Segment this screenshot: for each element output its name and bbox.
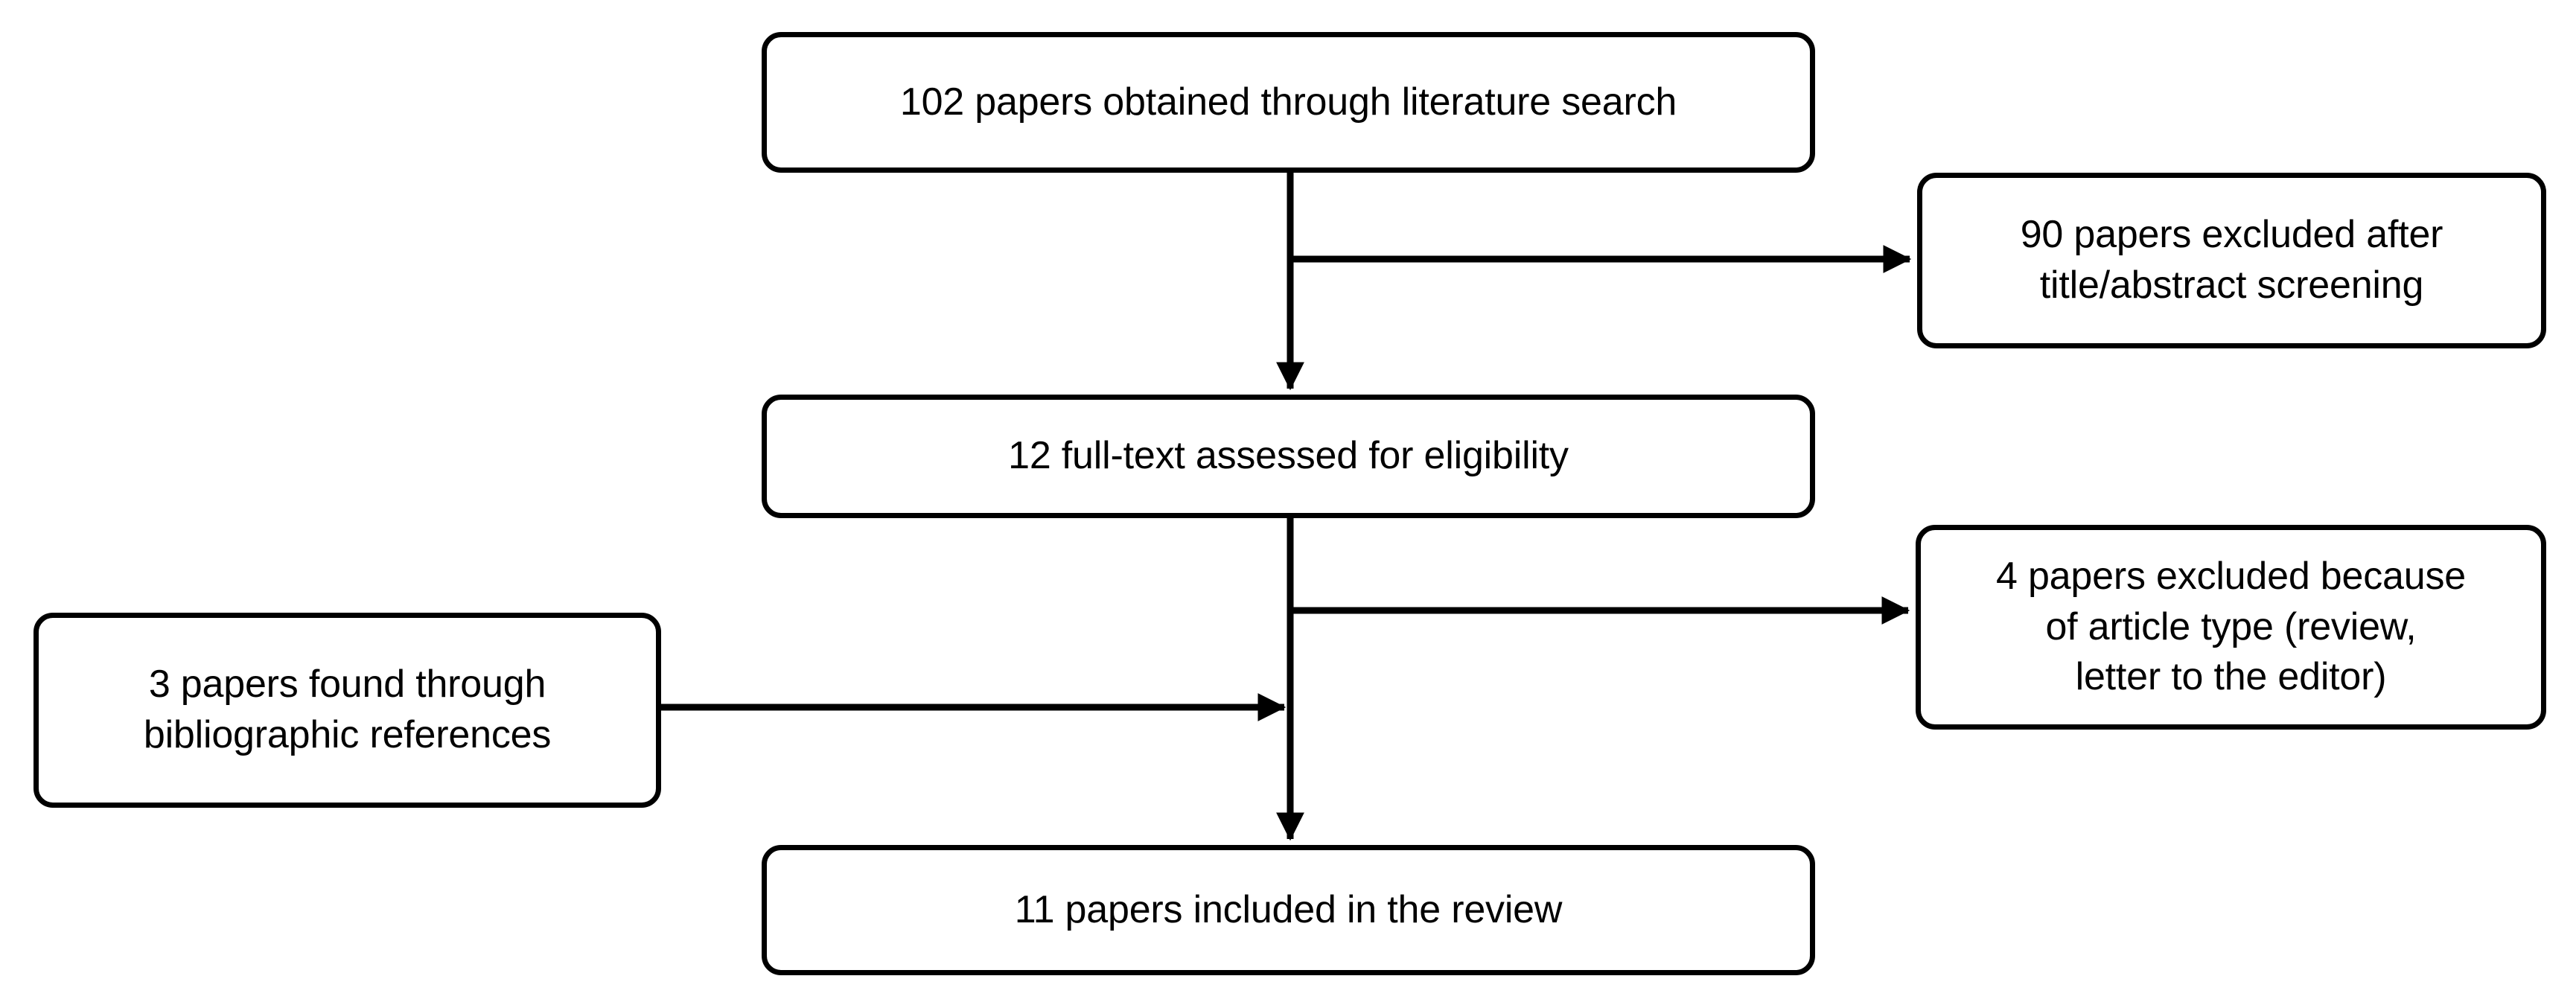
node-bibliographic-references: 3 papers found through bibliographic ref… bbox=[34, 613, 661, 808]
node-excluded-title-abstract: 90 papers excluded after title/abstract … bbox=[1917, 173, 2546, 348]
node-screening: 12 full-text assessed for eligibility bbox=[762, 395, 1815, 518]
node-included: 11 papers included in the review bbox=[762, 845, 1815, 975]
node-excluded-article-type: 4 papers excluded because of article typ… bbox=[1916, 525, 2546, 730]
node-identification: 102 papers obtained through literature s… bbox=[762, 32, 1815, 173]
